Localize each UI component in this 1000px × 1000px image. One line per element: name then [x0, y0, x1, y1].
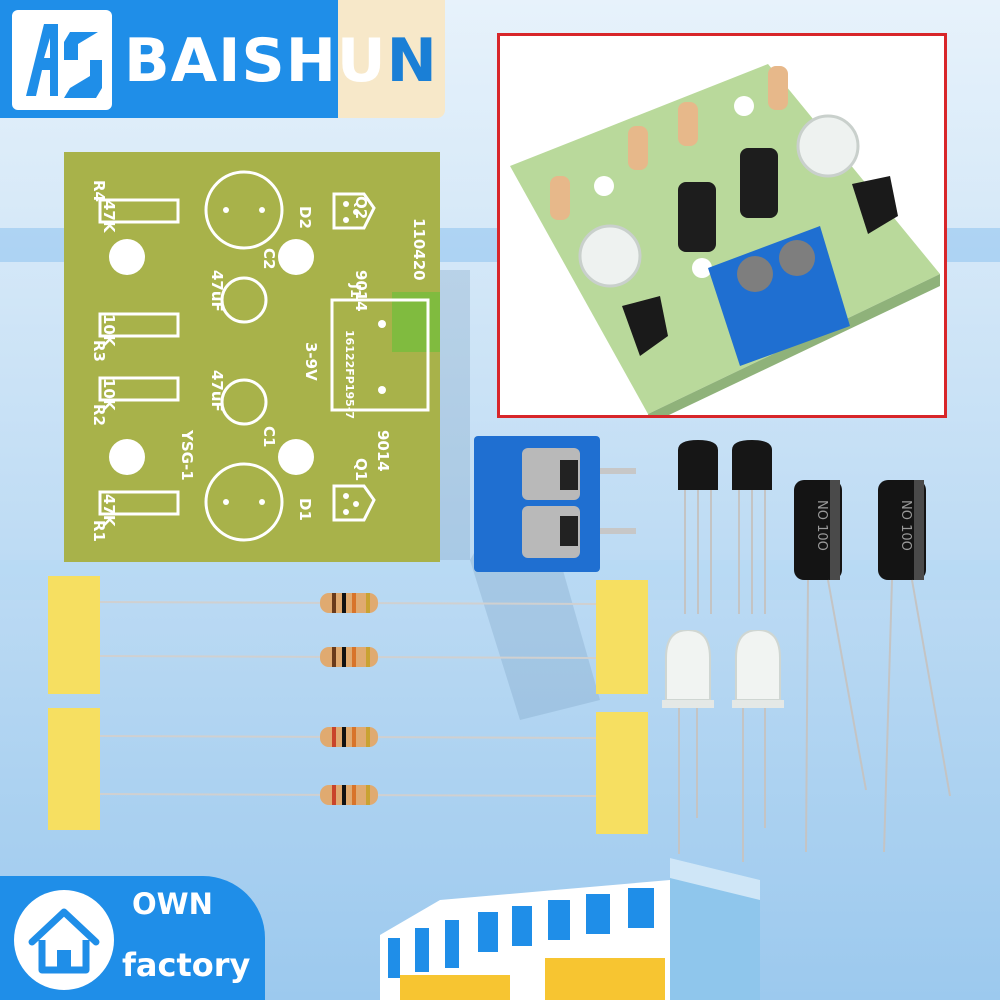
pcb-label-board-id: YSG-1	[178, 430, 196, 481]
house-icon-circle	[14, 890, 114, 990]
pcb-label-q2-type: 9014	[352, 270, 370, 312]
capacitor-print-left: NO 10O	[814, 500, 829, 551]
pcb-label-c1: C1	[260, 426, 278, 448]
transistor-left	[678, 440, 718, 614]
assembled-board-photo	[497, 33, 947, 424]
brand-name-tail: N	[386, 26, 438, 96]
led-left	[662, 630, 714, 854]
assembled-board-illustration	[510, 64, 940, 424]
resistor-2	[320, 647, 378, 667]
pcb-label-c2-value: 47uF	[208, 270, 226, 312]
pcb-label-q2: Q2	[352, 196, 370, 220]
resistor-3	[320, 727, 378, 747]
brand-name: BAISHUN	[124, 26, 438, 96]
pcb-label-r4: R4	[90, 180, 108, 202]
brand-name-main: BAISHU	[124, 26, 387, 96]
badge-text-own: OWN	[132, 887, 213, 921]
capacitor-print-right: NO 10O	[898, 500, 913, 551]
pcb-label-r4-value: 47K	[100, 200, 118, 233]
transistor-right	[732, 440, 772, 614]
house-icon	[28, 908, 100, 974]
pcb-label-r3: R3	[90, 340, 108, 362]
pcb-label-power: 3-9V	[302, 342, 320, 381]
pcb-label-part-number: 16122FP195-7	[343, 330, 356, 420]
resistor-1	[320, 593, 378, 613]
led-right	[732, 630, 784, 862]
screw-terminal-block	[474, 436, 636, 572]
electrolytic-capacitor-left: NO 10O	[794, 480, 867, 853]
pcb-label-d1: D1	[296, 498, 314, 521]
pcb-label-c1-value: 47uF	[208, 370, 226, 412]
resistor-strip-bottom	[48, 708, 648, 834]
pcb-label-date-code: 110420	[410, 218, 428, 281]
bare-pcb	[64, 152, 440, 562]
brand-logo-icon	[12, 10, 112, 110]
pcb-label-r1: R1	[90, 520, 108, 542]
factory-illustration	[380, 858, 760, 1000]
pcb-label-q1: Q1	[352, 458, 370, 482]
pcb-label-c2: C2	[260, 248, 278, 270]
resistor-strip-top	[48, 576, 648, 694]
brand-header-tail	[338, 0, 445, 118]
resistor-4	[320, 785, 378, 805]
pcb-label-d2: D2	[296, 206, 314, 229]
pcb-label-q1-type: 9014	[374, 430, 392, 472]
electrolytic-capacitor-right: NO 10O	[878, 480, 951, 853]
pcb-label-r2: R2	[90, 404, 108, 426]
badge-text-factory: factory	[122, 946, 251, 984]
